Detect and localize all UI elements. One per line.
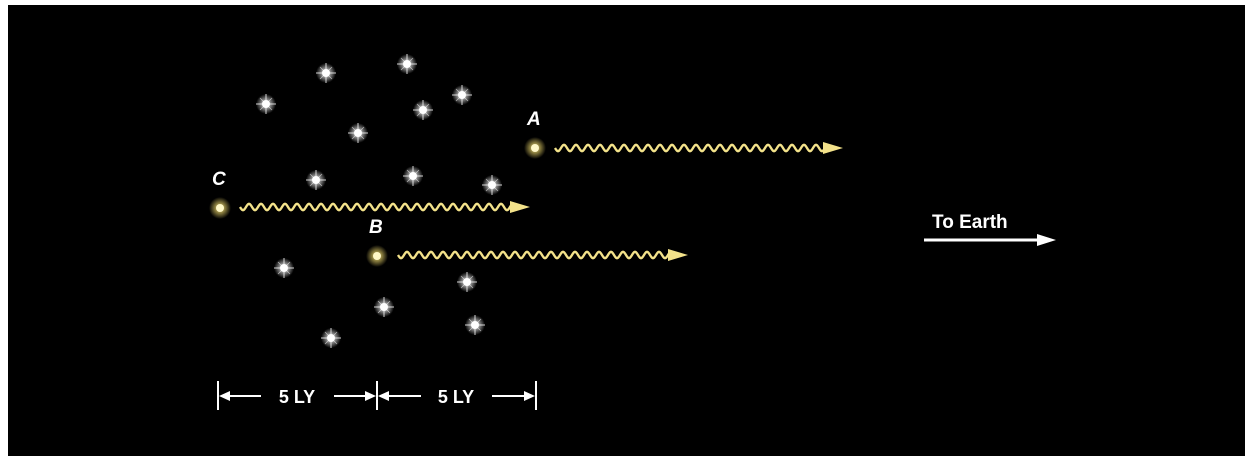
light-waves	[240, 142, 843, 261]
scale-label-right: 5 LY	[438, 387, 474, 407]
white-star-icon	[397, 54, 417, 74]
white-star-icon	[348, 123, 368, 143]
arrow-right-icon	[510, 201, 530, 213]
white-star-icon	[306, 170, 326, 190]
arrow-left-icon	[378, 391, 389, 401]
arrow-left-icon	[219, 391, 230, 401]
white-star-icon	[256, 94, 276, 114]
wave-from-b	[398, 249, 688, 261]
yellow-star-icon	[216, 204, 224, 212]
background-stars	[256, 54, 502, 348]
wave-from-a	[555, 142, 843, 154]
white-star-icon	[452, 85, 472, 105]
white-star-icon	[403, 166, 423, 186]
wavy-arrow-icon	[555, 145, 825, 151]
star-a	[524, 137, 546, 159]
white-star-icon	[413, 100, 433, 120]
arrow-right-icon	[365, 391, 376, 401]
to-earth-arrow	[924, 234, 1056, 246]
diagram-panel: A B C To Earth 5 LY 5 LY	[8, 5, 1245, 456]
star-c-label: C	[212, 169, 226, 190]
star-cluster-diagram: A B C To Earth 5 LY 5 LY	[8, 5, 1245, 456]
white-star-icon	[482, 175, 502, 195]
white-star-icon	[316, 63, 336, 83]
white-star-icon	[374, 297, 394, 317]
wavy-arrow-icon	[240, 204, 512, 210]
white-star-icon	[457, 272, 477, 292]
star-a-label: A	[526, 109, 541, 130]
white-star-icon	[274, 258, 294, 278]
yellow-star-icon	[373, 252, 381, 260]
to-earth-label: To Earth	[932, 212, 1008, 233]
wavy-arrow-icon	[398, 252, 670, 258]
white-star-icon	[321, 328, 341, 348]
arrow-right-icon	[524, 391, 535, 401]
white-star-icon	[465, 315, 485, 335]
star-b	[366, 245, 388, 267]
distance-scale: 5 LY 5 LY	[218, 381, 536, 410]
scale-label-left: 5 LY	[279, 387, 315, 407]
yellow-star-icon	[531, 144, 539, 152]
star-b-label: B	[369, 217, 383, 238]
star-c	[209, 197, 231, 219]
arrow-right-icon	[1037, 234, 1056, 246]
arrow-right-icon	[668, 249, 688, 261]
arrow-right-icon	[823, 142, 843, 154]
wave-from-c	[240, 201, 530, 213]
